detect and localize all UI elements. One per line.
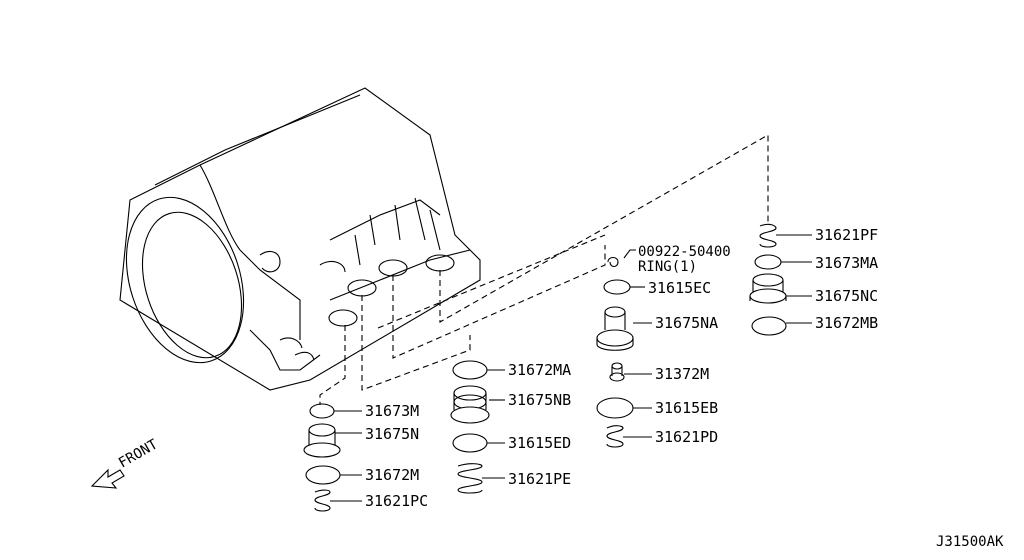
front-arrow-icon — [90, 468, 125, 489]
part-label: 31621PC — [365, 492, 428, 510]
part-label: 31673MA — [815, 254, 878, 272]
part-label: 31615ED — [508, 434, 571, 452]
part-label: 31621PD — [655, 428, 718, 446]
front-indicator: FRONT — [90, 436, 161, 489]
part-label: 31675NC — [815, 287, 878, 305]
part-label: 31675NA — [655, 314, 718, 332]
part-label: 31675NB — [508, 391, 571, 409]
valve-group-left — [303, 403, 341, 512]
part-label: 31615EB — [655, 399, 718, 417]
part-label: 31615EC — [648, 279, 711, 297]
part-label: 31673M — [365, 402, 419, 420]
part-label: RING(1) — [638, 259, 697, 275]
front-label: FRONT — [116, 436, 161, 471]
part-label: 31672MB — [815, 314, 878, 332]
leader-lines — [330, 234, 812, 502]
part-label: 00922-50400 — [638, 244, 731, 260]
transmission-case — [119, 87, 481, 391]
part-label: 31621PF — [815, 226, 878, 244]
part-label: 31675N — [365, 425, 419, 443]
valve-group-mid-right — [596, 256, 634, 448]
part-label: 31621PE — [508, 470, 571, 488]
part-label: 31672MA — [508, 361, 571, 379]
dashed-leaders — [319, 134, 769, 405]
diagram-code: J31500AK — [936, 534, 1004, 550]
part-label: 31672M — [365, 466, 419, 484]
part-label: 31372M — [655, 365, 709, 383]
part-labels: 31621PF 00922-50400 RING(1) 31673MA 3161… — [365, 226, 878, 510]
valve-group-right — [749, 223, 787, 336]
valve-group-middle — [450, 360, 490, 494]
